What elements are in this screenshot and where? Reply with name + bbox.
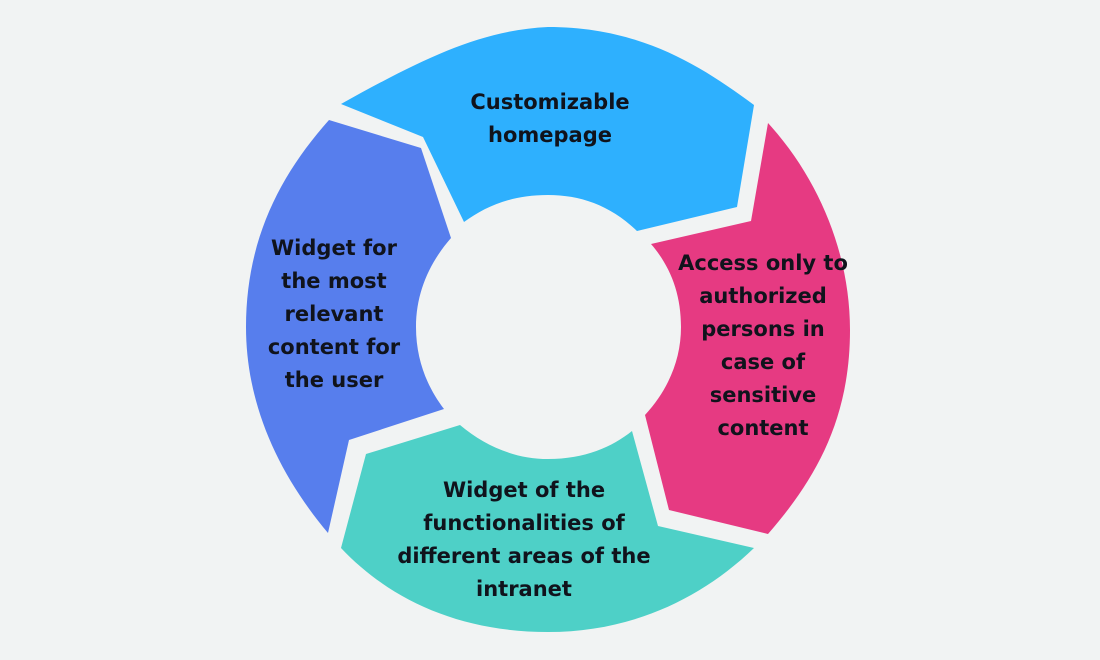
segment-left-shape xyxy=(246,120,451,533)
segment-bottom-label: Widget of the functionalities of differe… xyxy=(397,478,651,601)
segment-top-label: Customizable homepage xyxy=(470,90,630,147)
segment-bottom-shape xyxy=(341,425,754,632)
segment-right-shape xyxy=(645,123,850,534)
segment-left-label: Widget for the most relevant content for… xyxy=(267,236,401,392)
segment-right-label: Access only to authorized persons in cas… xyxy=(678,251,848,440)
segment-top-shape xyxy=(341,27,754,231)
